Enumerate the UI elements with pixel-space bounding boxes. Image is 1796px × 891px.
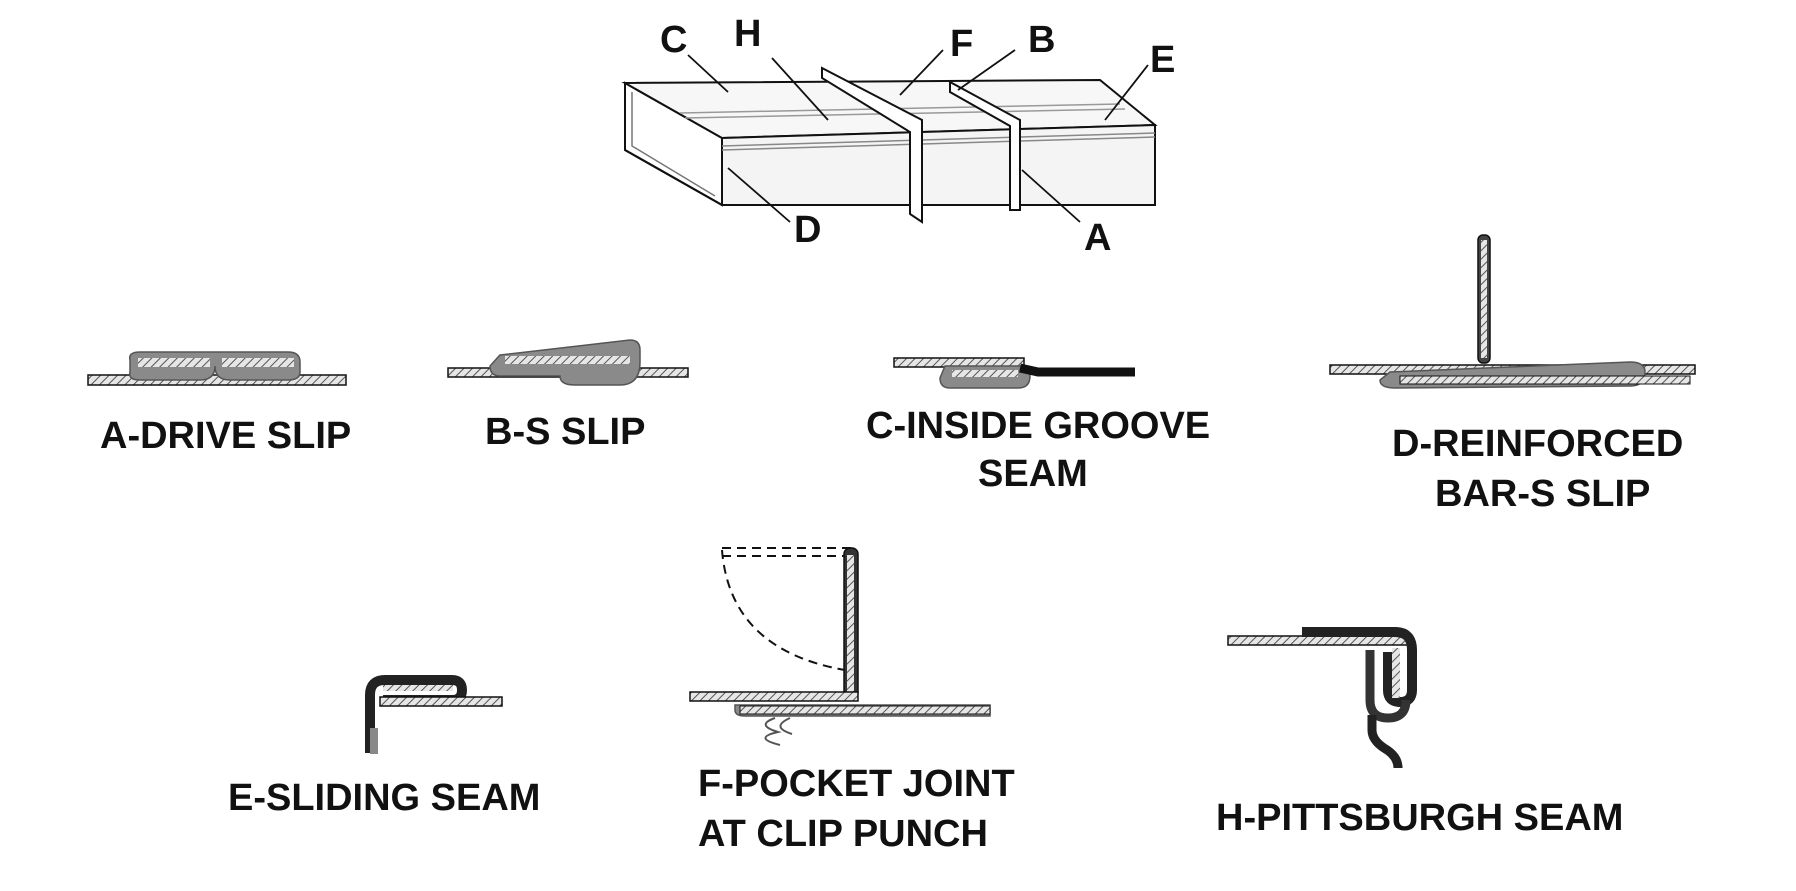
caption-b-s-slip: B-S SLIP: [485, 411, 645, 453]
c-inside-groove-seam-figure: [893, 357, 1135, 389]
h-pittsburgh-seam-figure: [1227, 627, 1417, 769]
label-a: A: [1084, 217, 1111, 259]
a-drive-band: [949, 80, 1021, 211]
f-flange: [821, 66, 923, 224]
caption-c-line2: SEAM: [978, 453, 1088, 495]
caption-c-line1: C-INSIDE GROOVE: [866, 405, 1210, 447]
f-pocket-joint-figure: [689, 547, 991, 746]
caption-f-line2: AT CLIP PUNCH: [698, 813, 988, 855]
e-sliding-seam-figure: [365, 675, 503, 754]
caption-d-line2: BAR-S SLIP: [1435, 473, 1650, 515]
duct-isometric: [621, 66, 1158, 224]
duct-letter-labels: C H F B E D A: [660, 13, 1175, 259]
caption-f-line1: F-POCKET JOINT: [698, 763, 1015, 805]
label-c: C: [660, 19, 687, 61]
label-e: E: [1150, 39, 1175, 81]
label-f: F: [950, 23, 973, 65]
leader-lines: [687, 49, 1149, 223]
caption-a-drive-slip: A-DRIVE SLIP: [100, 415, 351, 457]
label-b: B: [1028, 19, 1055, 61]
a-drive-slip-figure: [87, 351, 347, 386]
caption-h-pittsburgh-seam: H-PITTSBURGH SEAM: [1216, 797, 1623, 839]
duct-front-face: [721, 123, 1156, 206]
caption-d-line1: D-REINFORCED: [1392, 423, 1683, 465]
label-d: D: [794, 209, 821, 251]
caption-e-sliding-seam: E-SLIDING SEAM: [228, 777, 540, 819]
b-s-slip-figure: [447, 339, 689, 386]
d-reinforced-bar-s-slip-figure: [1329, 234, 1696, 389]
label-h: H: [734, 13, 761, 55]
